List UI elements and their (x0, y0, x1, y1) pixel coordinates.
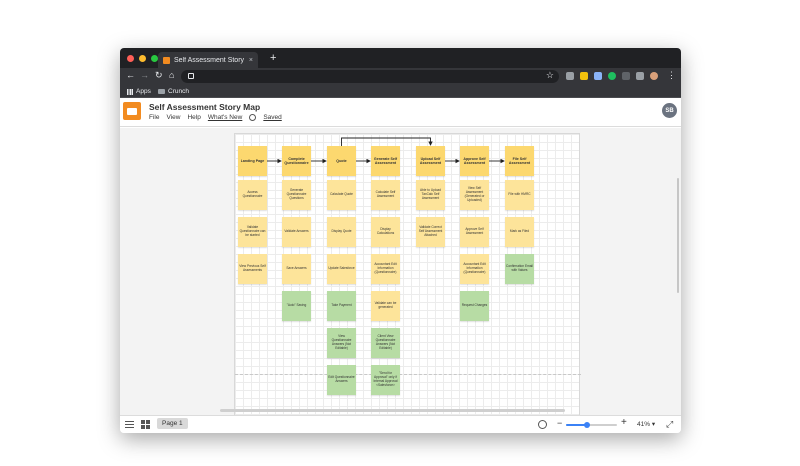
browser-toolbar: ← → ↻ ⌂ ☆ ⋮ (120, 68, 681, 85)
menu-help[interactable]: Help (187, 114, 201, 121)
puzzle-extensions-icon[interactable] (636, 72, 644, 80)
profile-avatar-icon[interactable] (650, 72, 658, 80)
story-note-validate-correct-self-assessment-attache[interactable]: Validate Correct Self Assessment Attache… (416, 217, 445, 247)
bookmark-star-icon[interactable]: ☆ (545, 70, 554, 80)
history-clock-icon[interactable] (249, 114, 257, 121)
document-title[interactable]: Self Assessment Story Map (149, 102, 261, 112)
forward-icon[interactable]: → (140, 70, 149, 80)
saved-status[interactable]: Saved (263, 114, 282, 121)
app-header: Self Assessment Story Map File View Help… (120, 98, 681, 127)
story-note-validate-can-be-generated[interactable]: Validate can be generated (371, 291, 400, 321)
story-note-calculate-quote[interactable]: Calculate Quote (327, 180, 356, 210)
story-note-request-changes[interactable]: Request Changes (460, 291, 489, 321)
address-bar[interactable]: ☆ (181, 70, 559, 83)
header-note-upload-self-assessment[interactable]: Upload Self Assessment (416, 146, 445, 176)
browser-window: Self Assessment Story Map: Lu... × + ← →… (120, 48, 681, 433)
story-note-view-self-assessment-generated-or-upload[interactable]: View Self Assessment (Generated or Uploa… (460, 180, 489, 210)
story-note-file-with-hmrc[interactable]: File with HMRC (505, 180, 534, 210)
zoom-level-dropdown[interactable]: 41% ▾ (637, 421, 656, 428)
page-tab-1[interactable]: Page 1 (157, 418, 188, 429)
story-note-client-view-questionnaire-answers-not-ed[interactable]: Client View Questionnaire Answers (Not E… (371, 328, 400, 358)
tab-title: Self Assessment Story Map: Lu... (174, 56, 245, 64)
story-note-display-calculations[interactable]: Display Calculations (371, 217, 400, 247)
story-note-confirmation-email-with-values[interactable]: Confirmation Email with Values (505, 254, 534, 284)
story-note-auto-saving[interactable]: "Auto" Saving (282, 291, 311, 321)
swimlane-divider (235, 374, 581, 375)
story-note-view-questionnaire-answers-not-editable[interactable]: View Questionnaire Answers (Not Editable… (327, 328, 356, 358)
zoom-out-button[interactable]: − (557, 418, 563, 428)
menu-file[interactable]: File (149, 114, 160, 121)
story-note-accountant-edit-information-questionnair[interactable]: Accountant Edit Information (Questionnai… (371, 254, 400, 284)
window-controls (127, 55, 158, 62)
zoom-in-button[interactable]: + (621, 417, 627, 428)
header-note-file-self-assessment[interactable]: File Self Assessment (505, 146, 534, 176)
navigation-compass-icon[interactable] (538, 420, 547, 429)
chrome-menu-icon[interactable]: ⋮ (667, 70, 676, 80)
menu-view[interactable]: View (166, 114, 181, 121)
page-grid-icon[interactable] (141, 420, 150, 429)
connector-lines (267, 137, 505, 164)
story-note-display-quote[interactable]: Display Quote (327, 217, 356, 247)
story-note-edit-questionnaire-answers[interactable]: Edit Questionnaire Answers (327, 365, 356, 395)
story-note-access-questionnaire[interactable]: Access Questionnaire (238, 180, 267, 210)
user-avatar[interactable]: SB (662, 103, 677, 118)
header-note-landing-page[interactable]: Landing Page (238, 146, 267, 176)
zoom-slider-fill (566, 424, 587, 426)
header-note-approve-self-assessment[interactable]: Approve Self Assessment (460, 146, 489, 176)
bookmark-label: Apps (136, 88, 151, 95)
page-list-icon[interactable] (125, 421, 134, 428)
bottom-bar: Page 1 − + 41% ▾ ⤢ (120, 415, 681, 433)
bookmark-crunch[interactable]: Crunch (158, 88, 189, 95)
quote-to-upload-arrow (341, 137, 433, 146)
fullscreen-icon[interactable]: ⤢ (666, 419, 674, 429)
browser-tab-bar: Self Assessment Story Map: Lu... × + (120, 48, 681, 68)
minimize-window-button[interactable] (139, 55, 146, 62)
story-note-validate-answers[interactable]: Validate Answers (282, 217, 311, 247)
story-note-save-answers[interactable]: Save Answers (282, 254, 311, 284)
horizontal-scrollbar[interactable] (220, 409, 565, 412)
story-note-mark-as-filed[interactable]: Mark as Filed (505, 217, 534, 247)
lucidchart-favicon-icon (163, 56, 170, 64)
whats-new-link[interactable]: What's New (207, 114, 243, 121)
tab-close-icon[interactable]: × (248, 56, 253, 64)
home-icon[interactable]: ⌂ (169, 70, 175, 80)
lucidchart-logo-icon[interactable] (123, 102, 141, 120)
notes-extension-icon[interactable] (580, 72, 588, 80)
folder-icon (158, 89, 165, 94)
close-window-button[interactable] (127, 55, 134, 62)
story-note-validate-questionnaire-can-be-started[interactable]: Validate Questionnaire can be started (238, 217, 267, 247)
camera-extension-icon[interactable] (566, 72, 574, 80)
zoom-slider[interactable] (566, 422, 617, 428)
story-note-able-to-upload-taxcalc-self-assessment[interactable]: Able to Upload TaxCalc Self Assessment (416, 180, 445, 210)
story-note-send-for-approval-only-if-internal-appro[interactable]: "Send for Approval" only if Internal App… (371, 365, 400, 395)
header-note-complete-questionnaire[interactable]: Complete Questionnaire (282, 146, 311, 176)
apps-grid-icon (127, 88, 133, 95)
lock-icon (188, 73, 194, 79)
vertical-scrollbar[interactable] (677, 178, 679, 293)
story-note-accountant-edit-information-questionnair[interactable]: Accountant Edit Information (Questionnai… (460, 254, 489, 284)
zoom-slider-handle[interactable] (583, 422, 590, 428)
s-extension-icon[interactable] (622, 72, 630, 80)
new-tab-button[interactable]: + (270, 52, 277, 64)
zoom-window-button[interactable] (151, 55, 158, 62)
menu-bar: File View Help What's New Saved (149, 114, 282, 121)
story-note-take-payment[interactable]: Take Payment (327, 291, 356, 321)
reload-icon[interactable]: ↻ (155, 70, 163, 80)
header-note-generate-self-assessment[interactable]: Generate Self Assessment (371, 146, 400, 176)
story-note-calculate-self-assessment[interactable]: Calculate Self Assessment (371, 180, 400, 210)
bookmarks-bar: Apps Crunch (120, 85, 681, 98)
story-note-view-previous-self-assessments[interactable]: View Previous Self Assessments (238, 254, 267, 284)
bookmark-label: Crunch (168, 88, 189, 95)
story-note-approve-self-assessment[interactable]: Approve Self Assessment (460, 217, 489, 247)
story-note-generate-questionnaire-questions[interactable]: Generate Questionnaire Questions (282, 180, 311, 210)
bookmark-apps[interactable]: Apps (127, 88, 151, 95)
docs-extension-icon[interactable] (594, 72, 602, 80)
story-note-update-salesforce[interactable]: Update Salesforce (327, 254, 356, 284)
browser-tab[interactable]: Self Assessment Story Map: Lu... × (158, 52, 258, 68)
header-note-quote[interactable]: Quote (327, 146, 356, 176)
grammarly-extension-icon[interactable] (608, 72, 616, 80)
back-icon[interactable]: ← (126, 70, 135, 80)
